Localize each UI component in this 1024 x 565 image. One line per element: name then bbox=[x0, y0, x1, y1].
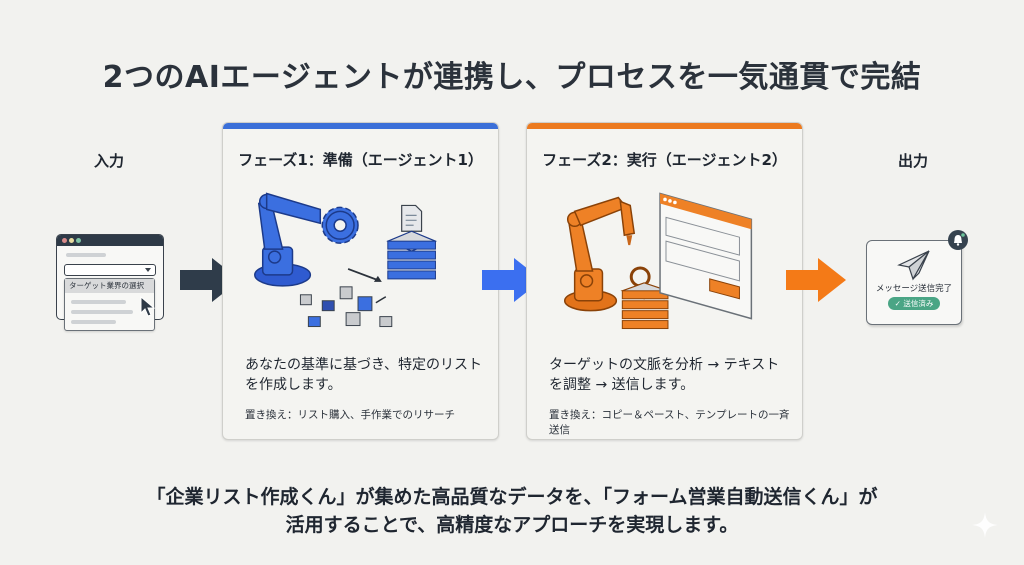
document-icon bbox=[401, 204, 423, 232]
sparkle-icon bbox=[972, 512, 998, 538]
phase1-title: フェーズ1：準備（エージェント1） bbox=[238, 151, 483, 169]
phase1-accent-bar bbox=[223, 123, 498, 129]
window-dot-green bbox=[76, 238, 81, 243]
phase1-card: フェーズ1：準備（エージェント1） bbox=[222, 122, 499, 440]
paper-plane-icon bbox=[897, 250, 930, 281]
phase2-accent-bar bbox=[527, 123, 802, 129]
window-titlebar bbox=[57, 235, 163, 246]
placeholder-line bbox=[71, 320, 116, 324]
output-card: メッセージ送信完了 ✓ 送信済み bbox=[866, 240, 962, 325]
placeholder-line bbox=[66, 253, 106, 257]
database-stack-icon bbox=[386, 230, 438, 280]
web-form-icon bbox=[659, 192, 753, 320]
notification-badge bbox=[948, 230, 968, 250]
database-stack-icon bbox=[620, 282, 670, 330]
flow-arrow-phase2-to-output bbox=[786, 258, 846, 302]
phase2-replaces: 置き換え：コピー＆ペースト、テンプレートの一斉送信 bbox=[549, 409, 790, 436]
dropdown-menu: ターゲット業界の選択 bbox=[64, 278, 155, 331]
page-title: 2つのAIエージェントが連携し、プロセスを一気通貫で完結 bbox=[102, 60, 922, 95]
robot-arm-icon bbox=[563, 196, 636, 312]
caption-line-1: 「企業リスト作成くん」が集めた高品質なデータを、「フォーム営業自動送信くん」が bbox=[146, 486, 878, 508]
placeholder-line bbox=[71, 310, 133, 314]
status-badge: ✓ 送信済み bbox=[888, 297, 940, 310]
phase2-illustration bbox=[563, 192, 753, 330]
output-label: 出力 bbox=[898, 152, 929, 170]
placeholder-line bbox=[71, 300, 126, 304]
robot-arm-icon bbox=[254, 192, 322, 287]
submit-button-illustration bbox=[709, 278, 740, 300]
input-label: 入力 bbox=[94, 152, 125, 170]
phase2-card: フェーズ2：実行（エージェント2） bbox=[526, 122, 803, 440]
output-message: メッセージ送信完了 bbox=[875, 284, 953, 294]
phase2-title: フェーズ2：実行（エージェント2） bbox=[542, 151, 787, 169]
phase1-replaces: 置き換え：リスト購入、手作業でのリサーチ bbox=[245, 409, 455, 421]
industry-select bbox=[64, 264, 156, 276]
bell-icon bbox=[954, 233, 965, 246]
phase1-illustration bbox=[254, 192, 438, 328]
chevron-down-icon bbox=[145, 268, 151, 272]
gear-icon bbox=[321, 206, 359, 244]
dropdown-option-target-industry: ターゲット業界の選択 bbox=[65, 279, 154, 293]
mouse-cursor-icon bbox=[140, 296, 156, 317]
phase1-description: あなたの基準に基づき、特定のリストを作成します。 bbox=[245, 357, 483, 393]
cubes-icon bbox=[299, 286, 393, 328]
phase2-description: ターゲットの文脈を分析 → テキストを調整 → 送信します。 bbox=[549, 357, 780, 393]
window-dot-red bbox=[62, 238, 67, 243]
caption-line-2: 活用することで、高精度なアプローチを実現します。 bbox=[285, 514, 739, 536]
window-dot-yellow bbox=[69, 238, 74, 243]
